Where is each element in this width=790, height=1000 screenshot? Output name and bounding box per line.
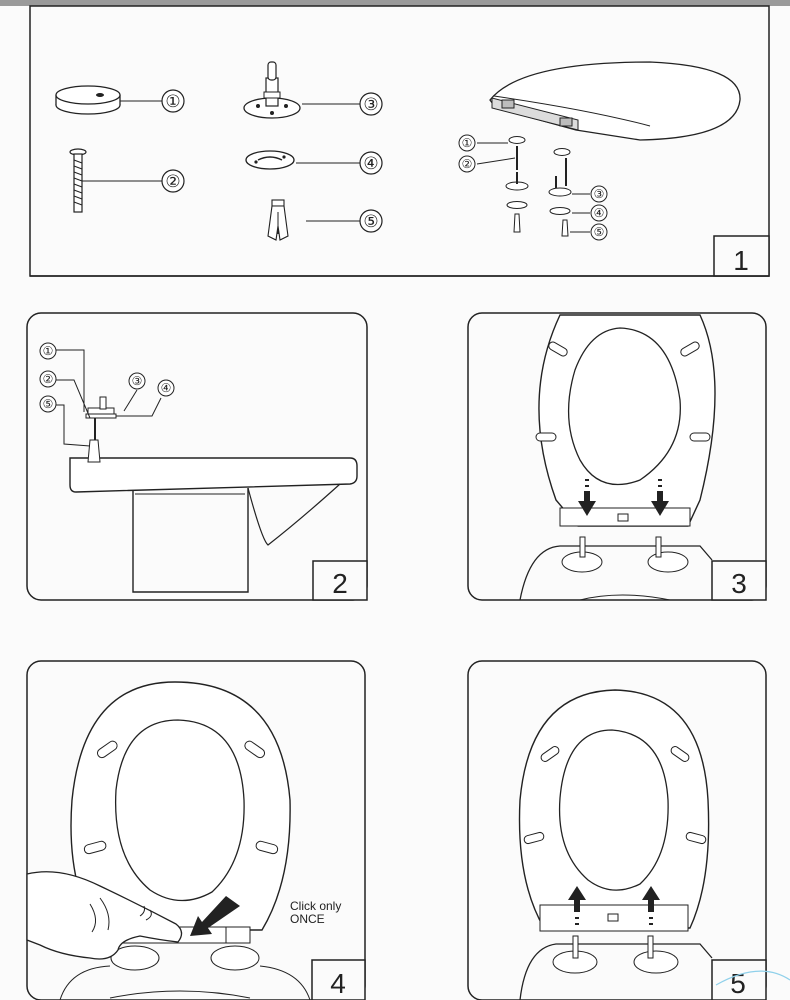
up-arrow-left [568,886,586,925]
panel-2: 2 ① ② ③ ④ ⑤ [26,312,368,601]
panel-4: 4 Click only ONCE [26,660,366,1000]
panel-2-number: 2 [332,568,348,599]
exploded-callout-5: ⑤ [594,225,605,239]
part-cap [55,85,162,115]
panel-3-number: 3 [731,568,747,599]
panel-5-number-box [711,959,767,1000]
part-anchor [267,199,360,241]
panel-4-number-box [311,959,366,1000]
panel-1-frame [29,5,770,277]
panel-4-frame [26,660,366,1000]
panel-2-callout-3: ③ [132,374,143,388]
panel-4-number: 4 [330,968,346,999]
part-plate-callout: ④ [363,154,378,173]
watermark-arc [715,970,790,986]
panel-5: 5 [467,660,790,1000]
panel-1: 1 ① ② [29,5,770,277]
part-cap-callout: ① [165,92,180,111]
part-anchor-callout: ⑤ [363,212,378,231]
panel-5-number: 5 [730,968,746,999]
panel-1-number: 1 [733,245,749,276]
exploded-callout-2: ② [462,157,473,171]
part-plate [245,150,360,170]
panel-3-frame [467,312,767,601]
press-arrow [190,896,240,936]
down-arrow-left [578,479,596,516]
panel-2-callout-4: ④ [161,381,172,395]
panel-3: 3 [467,312,767,601]
panel-2-callout-2: ② [43,372,54,386]
hand-illustration [26,871,183,960]
panel-2-callout-1: ① [43,344,54,358]
down-arrow-right [651,479,669,516]
exploded-callout-4: ④ [594,206,605,220]
click-once-note-line2: ONCE [290,912,325,926]
panel-1-number-box [713,235,770,277]
top-scan-strip [0,0,790,6]
panel-2-number-box [312,560,368,601]
part-screw [69,148,162,213]
click-once-note-line1: Click only [290,899,341,913]
exploded-callout-3: ③ [594,187,605,201]
part-screw-callout: ② [165,172,180,191]
exploded-callout-1: ① [462,136,473,150]
part-hinge-post-callout: ③ [363,95,378,114]
panel-5-frame [467,660,767,1000]
exploded-assembly: ① ② ③ ④ ⑤ [458,61,741,241]
part-hinge-post [243,61,360,119]
panel-2-frame [26,312,368,601]
up-arrow-right [642,886,660,925]
panel-3-number-box [711,560,767,601]
panel-2-callout-5: ⑤ [43,397,54,411]
